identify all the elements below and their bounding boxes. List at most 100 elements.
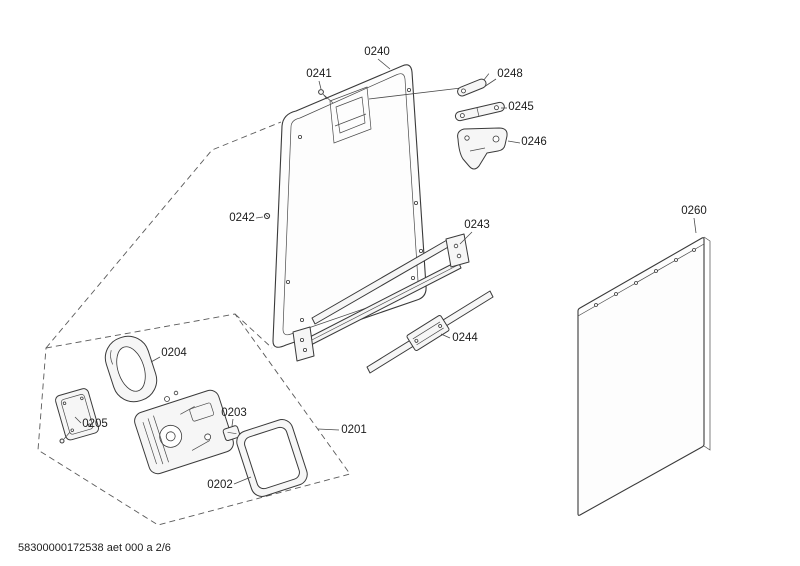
document-number: 58300000172538 aet 000 a 2/6 bbox=[18, 542, 171, 554]
hole-dot bbox=[297, 134, 302, 139]
bracket-0248-hole bbox=[461, 88, 466, 94]
recess-opening bbox=[116, 346, 146, 392]
leader-0242 bbox=[255, 216, 264, 219]
module-hole bbox=[62, 401, 67, 405]
hinge-0246-ridge bbox=[469, 147, 486, 152]
outer-door-top-fold bbox=[577, 243, 705, 317]
latch-wheel-hub bbox=[165, 431, 176, 442]
leader-0205 bbox=[74, 416, 82, 424]
explode-line-upper bbox=[45, 121, 282, 349]
leader-0243 bbox=[459, 231, 473, 245]
bracket-0244-hole bbox=[438, 324, 443, 328]
module-hole bbox=[87, 423, 92, 427]
hole-dot bbox=[410, 275, 415, 280]
hinge-0246-hole bbox=[492, 135, 500, 143]
bracket-hole bbox=[453, 243, 459, 249]
mount-line-0248 bbox=[368, 87, 462, 100]
bracket-hole bbox=[456, 253, 462, 259]
module-body bbox=[55, 388, 100, 441]
screw-0241 bbox=[318, 89, 324, 95]
part-label-0260: 0260 bbox=[681, 205, 707, 217]
explode-boundary bbox=[37, 313, 351, 526]
construction-lines bbox=[37, 121, 351, 526]
part-label-0204: 0204 bbox=[161, 347, 187, 359]
lever-0245 bbox=[454, 101, 505, 122]
outer-door-panel bbox=[577, 236, 711, 516]
outer-door-edge-fold bbox=[703, 236, 711, 451]
part-label-0240: 0240 bbox=[364, 46, 390, 58]
strip-end-bracket-right bbox=[445, 233, 470, 268]
module-0205 bbox=[55, 388, 100, 441]
bracket-hole bbox=[299, 337, 304, 342]
screw-0242-slot bbox=[264, 213, 270, 219]
fastener-dot bbox=[164, 396, 170, 402]
clip-0203 bbox=[222, 425, 241, 442]
part-labels: 0240 0241 0248 0245 0246 0242 0243 0244 … bbox=[74, 46, 707, 491]
latch-mechanism bbox=[134, 389, 234, 475]
handle-recess-0204 bbox=[104, 335, 158, 403]
lever-0245-body bbox=[454, 101, 505, 122]
module-hole bbox=[70, 428, 74, 432]
leader-0260 bbox=[693, 217, 697, 234]
latch-window bbox=[189, 402, 215, 422]
leader-0240 bbox=[377, 58, 391, 70]
bracket-0248-tab bbox=[483, 73, 490, 81]
part-label-0243: 0243 bbox=[464, 219, 490, 231]
outer-door-face bbox=[577, 237, 705, 516]
hinge-0246 bbox=[457, 127, 508, 170]
recess-ridge bbox=[110, 350, 114, 365]
part-label-0205: 0205 bbox=[82, 418, 108, 430]
bracket-hole bbox=[302, 347, 307, 352]
gasket-0202 bbox=[236, 419, 308, 497]
lower-strip-0244 bbox=[366, 290, 494, 374]
part-label-0248: 0248 bbox=[497, 68, 523, 80]
hole-dot bbox=[594, 303, 598, 307]
part-label-0245: 0245 bbox=[508, 101, 534, 113]
bracket-0248 bbox=[457, 73, 490, 97]
part-label-0203: 0203 bbox=[221, 407, 247, 419]
clip-ridge bbox=[227, 431, 237, 435]
leader-0202 bbox=[233, 476, 252, 485]
hole-dot bbox=[406, 88, 411, 93]
leader-0246 bbox=[507, 140, 521, 144]
dispenser-cutout bbox=[329, 86, 372, 144]
leader-0203 bbox=[231, 418, 234, 427]
screw-0241-shank bbox=[322, 93, 334, 104]
bracket-0244 bbox=[406, 315, 450, 351]
part-label-0201: 0201 bbox=[341, 424, 367, 436]
screw-0205-shank bbox=[63, 431, 71, 440]
inner-door-panel bbox=[263, 64, 462, 348]
screw-0205 bbox=[59, 438, 65, 444]
lever-0245-ridge bbox=[476, 107, 480, 117]
fastener-dot bbox=[173, 390, 179, 396]
explode-line-link bbox=[234, 313, 273, 349]
seal-strips-0243 bbox=[292, 233, 470, 362]
part-label-0242: 0242 bbox=[229, 212, 255, 224]
part-label-0244: 0244 bbox=[452, 332, 478, 344]
bracket-0248-body bbox=[457, 78, 487, 97]
bracket-0244-hole bbox=[414, 338, 419, 343]
strip-end-bracket-left bbox=[292, 326, 315, 362]
leader-0204 bbox=[150, 356, 161, 363]
latch-comb bbox=[142, 415, 169, 465]
panel-outline bbox=[272, 64, 427, 348]
bracket-0244-ridges bbox=[412, 321, 444, 346]
gasket-inner bbox=[244, 426, 300, 490]
part-label-0246: 0246 bbox=[521, 136, 547, 148]
latch-body bbox=[134, 389, 234, 475]
hole-dot bbox=[413, 200, 418, 205]
leader-0244 bbox=[440, 333, 451, 339]
part-label-0241: 0241 bbox=[306, 68, 332, 80]
lever-0245-hole bbox=[459, 113, 465, 118]
strip-channel-line bbox=[303, 263, 461, 345]
hinge-0246-hole bbox=[464, 135, 470, 141]
leader-0241 bbox=[318, 80, 322, 90]
leader-0248 bbox=[483, 78, 497, 88]
dispenser-cutout-ridge bbox=[334, 113, 367, 127]
hole-dot bbox=[692, 248, 696, 252]
hole-dot bbox=[418, 248, 423, 253]
lever-0245-hole bbox=[494, 105, 499, 111]
hole-dot bbox=[285, 279, 290, 284]
module-inner bbox=[60, 394, 94, 435]
hole-dot bbox=[614, 292, 618, 296]
